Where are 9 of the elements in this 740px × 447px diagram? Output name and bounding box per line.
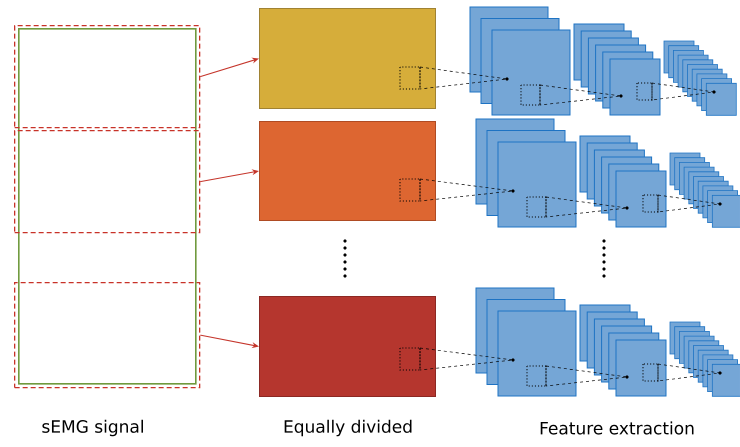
segment-box [14,25,200,128]
segment-block [259,296,436,397]
caption-text: Equally divided [284,420,412,436]
segment-block [259,121,436,221]
signal-box [18,28,197,385]
caption-text: Feature extraction [540,421,694,435]
segment-block [259,8,436,109]
caption-text: sEMG signal [42,420,143,436]
segment-box [14,282,200,388]
